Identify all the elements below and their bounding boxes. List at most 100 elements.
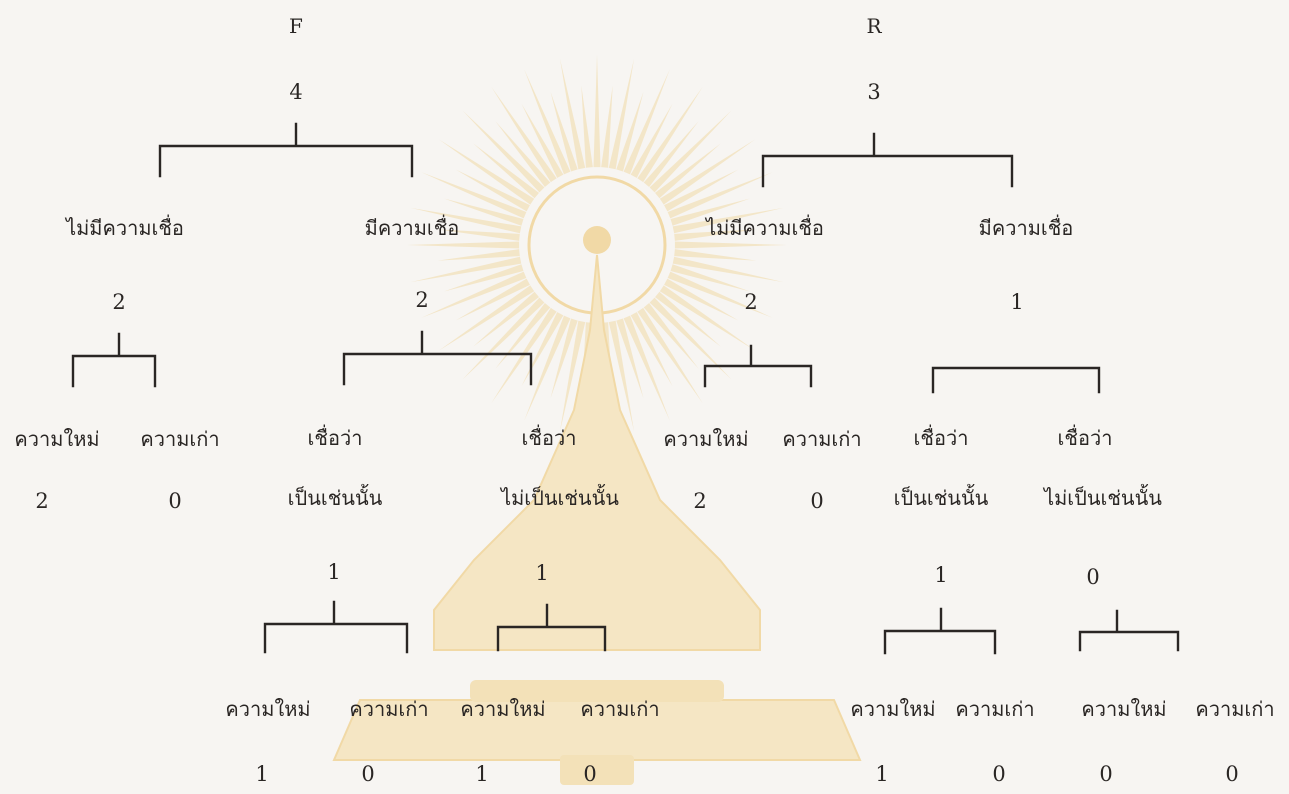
emblem-ray [601, 85, 613, 168]
emblem-ray [550, 91, 578, 172]
emblem-ray [649, 297, 732, 380]
emblem-ray [659, 139, 755, 205]
emblem-ray [630, 312, 673, 387]
tree-r-total: 3 [867, 80, 881, 104]
emblem-ray [407, 241, 520, 249]
f-yes-old-label: ความเก่า [349, 697, 429, 721]
f-no-old-value: 0 [583, 762, 597, 786]
emblem-ray [659, 285, 755, 351]
emblem-ray [443, 264, 524, 292]
emblem-ray [439, 139, 535, 205]
f-believe-no-count: 1 [535, 561, 549, 585]
f-belief-label: มีความเชื่อ [364, 216, 460, 240]
f-belief-count: 2 [415, 288, 429, 312]
connector-f-root [158, 122, 414, 178]
emblem-ray [593, 55, 601, 168]
connector-f-belief [342, 330, 533, 386]
emblem-ray [559, 320, 586, 432]
emblem-ray [664, 169, 739, 212]
emblem-ray [521, 103, 564, 178]
emblem-ray [637, 307, 703, 403]
connector-f-no [496, 603, 607, 652]
emblem-stupa [433, 254, 761, 651]
connector-r-root [761, 132, 1014, 188]
r-nobelief-old-label: ความเก่า [782, 427, 862, 451]
f-nobelief-label: ไม่มีความเชื่อ [66, 216, 184, 240]
emblem-ray [655, 143, 721, 199]
f-no-old-label: ความเก่า [580, 697, 660, 721]
f-believe-no-line1: เชื่อว่า [521, 426, 577, 450]
emblem-ray [643, 121, 699, 187]
emblem-ray [455, 169, 530, 212]
f-believe-yes-line1: เชื่อว่า [307, 426, 363, 450]
f-believe-yes-count: 1 [327, 560, 341, 584]
f-nobelief-count: 2 [112, 290, 126, 314]
f-believe-yes-line2: เป็นเช่นนั้น [287, 486, 383, 510]
r-nobelief-label: ไม่มีความเชื่อ [706, 216, 824, 240]
r-believe-no-line2: ไม่เป็นเช่นนั้น [1044, 486, 1162, 510]
f-believe-no-line2: ไม่เป็นเช่นนั้น [501, 486, 619, 510]
emblem-ray [655, 291, 721, 347]
emblem-ray [649, 110, 732, 193]
emblem-orb [583, 226, 611, 254]
emblem-ray [672, 207, 784, 234]
tree-letter-r: R [866, 14, 882, 38]
emblem-ray [410, 256, 522, 283]
emblem-ray [670, 264, 751, 292]
connector-f-nobelief [71, 332, 157, 388]
r-yes-new-value: 1 [875, 762, 889, 786]
f-yes-new-label: ความใหม่ [225, 697, 311, 721]
r-believe-no-line1: เชื่อว่า [1057, 426, 1113, 450]
f-no-new-value: 1 [475, 762, 489, 786]
emblem-ray [473, 291, 539, 347]
emblem-ray [495, 303, 551, 369]
f-nobelief-new-value: 2 [35, 489, 49, 513]
emblem-ray [608, 58, 635, 170]
f-no-new-label: ความใหม่ [460, 697, 546, 721]
emblem-ray [443, 198, 524, 226]
emblem-ray [524, 315, 571, 421]
r-no-old-label: ความเก่า [1195, 697, 1275, 721]
emblem-ray [667, 172, 773, 219]
emblem-ray [674, 249, 757, 261]
connector-r-nobelief [703, 344, 813, 388]
emblem-ray [550, 318, 578, 399]
emblem-ray [462, 297, 545, 380]
emblem-ray [664, 278, 739, 321]
r-believe-yes-count: 1 [934, 563, 948, 587]
emblem-ray [581, 85, 593, 168]
emblem-ray [667, 271, 773, 318]
emblem-ray [670, 198, 751, 226]
emblem-ray [421, 172, 527, 219]
emblem-ray [462, 110, 545, 193]
emblem-ray [524, 69, 571, 175]
r-yes-old-label: ความเก่า [955, 697, 1035, 721]
emblem-ray [491, 307, 557, 403]
emblem-ray [616, 91, 644, 172]
r-nobelief-new-value: 2 [693, 489, 707, 513]
emblem-ray [559, 58, 586, 170]
r-belief-label: มีความเชื่อ [978, 216, 1074, 240]
f-yes-new-value: 1 [255, 762, 269, 786]
r-nobelief-new-label: ความใหม่ [663, 427, 749, 451]
r-nobelief-old-value: 0 [810, 489, 824, 513]
emblem-rays [407, 55, 787, 435]
connector-r-belief [931, 366, 1101, 394]
f-nobelief-new-label: ความใหม่ [14, 427, 100, 451]
emblem-ray [623, 315, 670, 421]
emblem-ray [672, 256, 784, 283]
r-believe-no-count: 0 [1086, 565, 1100, 589]
emblem-ray [437, 249, 520, 261]
emblem-ray [630, 103, 673, 178]
r-no-new-label: ความใหม่ [1081, 697, 1167, 721]
r-no-new-value: 0 [1099, 762, 1113, 786]
emblem-ray [616, 318, 644, 399]
emblem-ray [643, 303, 699, 369]
connector-f-yes [263, 600, 409, 654]
emblem-ray [437, 229, 520, 241]
f-yes-old-value: 0 [361, 762, 375, 786]
emblem-ray [491, 87, 557, 183]
tree-f-total: 4 [289, 80, 303, 104]
emblem-ray [473, 143, 539, 199]
